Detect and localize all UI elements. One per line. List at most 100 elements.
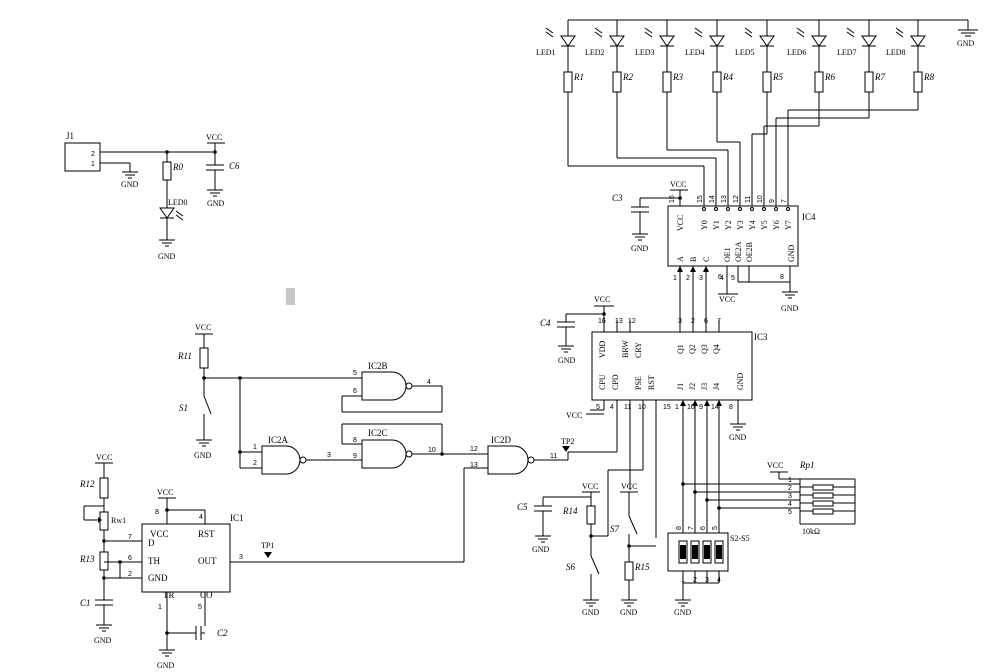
resistor-5 xyxy=(762,71,772,93)
led-label-2: LED2 xyxy=(585,48,605,57)
c4-gnd-label: GND xyxy=(558,356,576,365)
r13-label: R13 xyxy=(79,554,95,564)
resistor-label-8: R8 xyxy=(923,72,934,82)
ic3-cpu-vcc-label: VCC xyxy=(566,411,582,420)
ic3-j3: J3 xyxy=(700,383,709,390)
rp1-resistor-4 xyxy=(812,508,834,515)
tp2-label: TP2 xyxy=(561,437,574,446)
resistor-1 xyxy=(563,71,573,93)
ic3-q1: Q1 xyxy=(676,344,685,354)
ic3-rst: RST xyxy=(647,375,656,390)
s1-switch[interactable] xyxy=(203,395,212,415)
ic4-bottom-pinnum-3: 4 xyxy=(720,275,724,282)
ic4-out-0: Y0 xyxy=(700,220,709,230)
ic4-pinnum-4: 11 xyxy=(745,196,752,203)
rp1-resistor-2 xyxy=(812,492,834,499)
ic3-pin16: 16 xyxy=(598,318,606,325)
ic1-gnd: GND xyxy=(148,573,168,583)
led-label-8: LED8 xyxy=(886,48,906,57)
rp1-pin-2: 2 xyxy=(788,485,792,492)
ic4-out-7: Y7 xyxy=(784,220,793,230)
ic3-label: IC3 xyxy=(754,332,768,342)
ic2c-pin10: 10 xyxy=(428,447,436,454)
ic1-rst: RST xyxy=(198,529,215,539)
ic3-vcc-label: VCC xyxy=(594,295,610,304)
led-label-4: LED4 xyxy=(685,48,705,57)
dip-label: S2-S5 xyxy=(730,534,750,543)
r12-label: R12 xyxy=(79,479,95,489)
ic3-cry: CRY xyxy=(634,342,643,358)
r11-resistor xyxy=(199,347,209,369)
ic1-vcc: VCC xyxy=(150,529,169,539)
ic2c-gate xyxy=(361,439,407,469)
rw1-potentiometer[interactable] xyxy=(99,511,109,531)
ic4-bottom-pinnum-2: 3 xyxy=(699,275,703,282)
ic4-oe-vcc-label: VCC xyxy=(719,295,735,304)
ic3-j-pinnum-0: 1 xyxy=(675,404,679,411)
s7-vcc-label: VCC xyxy=(621,482,637,491)
c3-gnd-label: GND xyxy=(631,244,649,253)
s7-switch[interactable] xyxy=(628,515,638,535)
ic1-vcc-label: VCC xyxy=(157,488,173,497)
ic1-pin1: 1 xyxy=(158,604,162,611)
ic3-body xyxy=(591,331,753,401)
ic2c-label: IC2C xyxy=(368,428,388,438)
r11-vcc-label: VCC xyxy=(195,323,211,332)
resistor-6 xyxy=(814,71,824,93)
ic2d-pin13: 13 xyxy=(470,462,478,469)
ic4-pin-oe2a: OE2A xyxy=(734,241,743,262)
ic2a-pin3: 3 xyxy=(327,452,331,459)
ic3-pin4: 4 xyxy=(610,404,614,411)
ic1-d: D xyxy=(148,538,155,548)
ic4-pinnum-7: 7 xyxy=(781,199,788,203)
ic1-timer: IC1 VCC RST D TH OUT GND TR CO VCC 8 4 3… xyxy=(79,453,464,670)
ic2d-pin12: 12 xyxy=(470,446,478,453)
ic3-cpu: CPU xyxy=(598,374,607,390)
ic3-pin15: 15 xyxy=(663,404,671,411)
ic4-out-4: Y4 xyxy=(748,220,757,230)
ic3-j-pinnum-3: 14 xyxy=(711,404,719,411)
ic4-pin-b: B xyxy=(689,257,698,262)
led0-label: LED0 xyxy=(168,198,188,207)
s7-label: S7 xyxy=(610,524,620,534)
s6-switch[interactable] xyxy=(590,555,600,575)
ic1-label: IC1 xyxy=(230,513,244,523)
ic3-pse: PSE xyxy=(634,376,643,390)
rp1-pin-4: 4 xyxy=(788,501,792,508)
ic1-out: OUT xyxy=(198,556,217,566)
ic2b-pin6: 6 xyxy=(353,388,357,395)
r12-vcc-label: VCC xyxy=(96,453,112,462)
j1-pin2: 2 xyxy=(91,151,95,158)
ic4-bottom-pinnum-1: 2 xyxy=(686,275,690,282)
rp1-label: Rp1 xyxy=(799,460,815,470)
ic3-j2: J2 xyxy=(688,383,697,390)
ic4-vcc-pinnum: 16 xyxy=(669,195,676,203)
ic3-q4: Q4 xyxy=(712,344,721,354)
resistor-4 xyxy=(712,71,722,93)
nand-logic: IC2A 1 2 3 IC2B 5 6 4 IC2C 8 9 10 xyxy=(238,361,574,562)
resistor-label-5: R5 xyxy=(772,72,783,82)
ic3-top-pinnum-4: 6 xyxy=(704,318,708,325)
ic3-vdd: VDD xyxy=(598,340,607,358)
ic4-pin-oe2b: OE2B xyxy=(745,242,754,262)
r13-resistor xyxy=(99,551,109,571)
ic3-top-pinnum-0: 13 xyxy=(615,318,623,325)
r0-resistor xyxy=(162,161,172,181)
ic3-pin8: 8 xyxy=(729,404,733,411)
led-diode-5 xyxy=(759,35,775,47)
resistor-7 xyxy=(864,71,874,93)
c2-label: C2 xyxy=(217,628,228,638)
ic4-pin-oe1: OE1 xyxy=(723,247,732,262)
ic4-body xyxy=(667,205,799,267)
rw1-label: Rw1 xyxy=(111,516,126,525)
c6-label: C6 xyxy=(229,161,240,171)
c6-gnd-label: GND xyxy=(207,199,225,208)
dip-top-num-1: 7 xyxy=(688,526,695,530)
r14-label: R14 xyxy=(562,506,578,516)
led-diode-1 xyxy=(560,35,576,47)
r14-resistor xyxy=(586,505,596,525)
